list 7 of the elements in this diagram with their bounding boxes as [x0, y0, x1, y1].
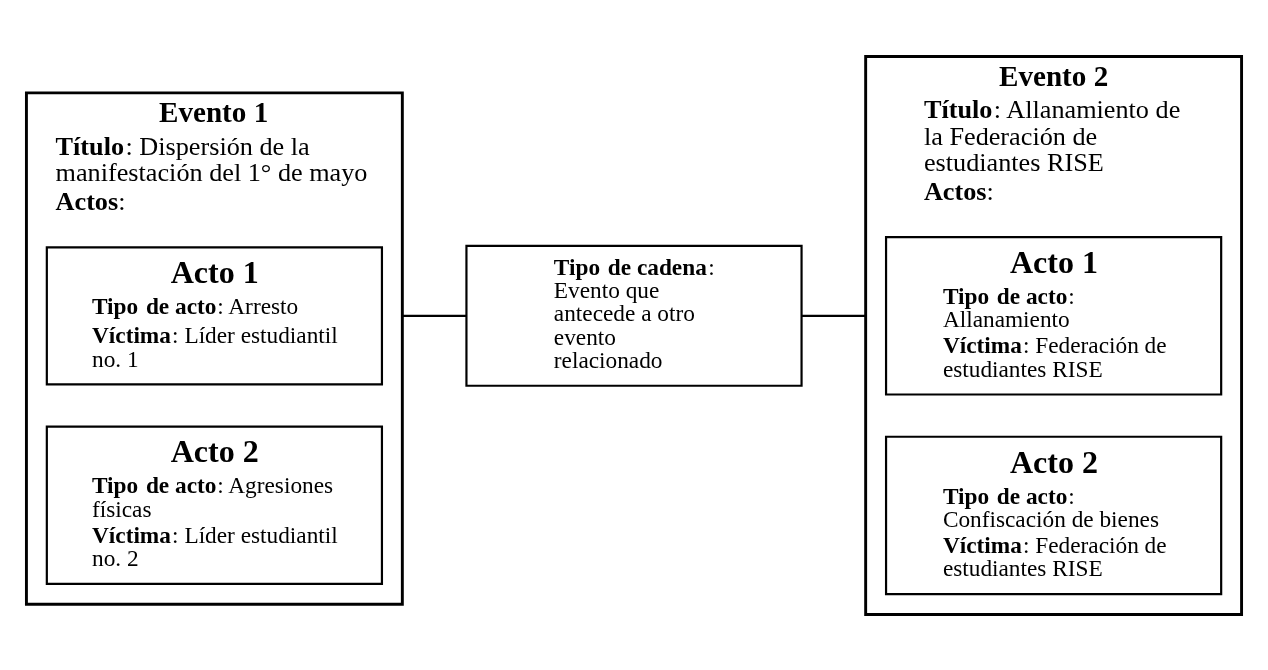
- node-box: Acto 1 Tipo de acto: Allanamiento Víctima: Federación de estudiantes RISE: [884, 235, 1223, 396]
- node-box: Tipo de cadena: Evento que antecede a otro evento relacionado: [465, 244, 803, 387]
- node-box: Acto 2 Tipo de acto: Agresiones físicas Víctima: Líder estudiantil no. 2: [45, 424, 384, 585]
- node-box: Acto 1 Tipo de acto: Arresto Víctima: Líder estudiantil no. 1: [45, 245, 384, 385]
- node-box: Acto 2 Tipo de acto: Confiscación de bienes Víctima: Federación de estudiantes RISE: [884, 435, 1223, 595]
- connector: [801, 314, 866, 317]
- connector: [402, 314, 467, 317]
